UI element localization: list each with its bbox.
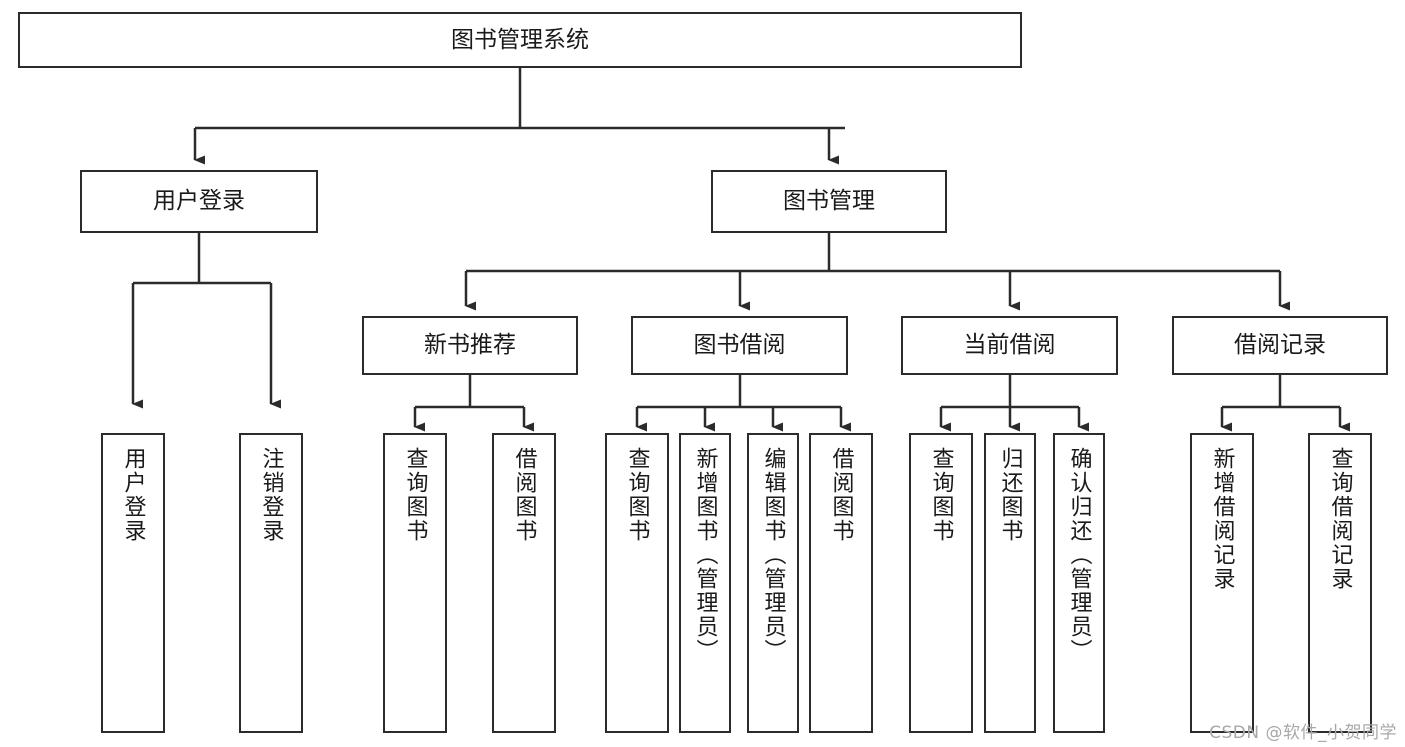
node-leaf-query-books-borrowing[interactable]: 查询图书 bbox=[605, 433, 669, 733]
node-label: 确认归还（管理员） bbox=[1066, 447, 1092, 663]
node-borrowing-records[interactable]: 借阅记录 bbox=[1172, 316, 1388, 375]
node-user-login[interactable]: 用户登录 bbox=[80, 170, 318, 233]
node-label: 编辑图书（管理员） bbox=[760, 447, 786, 663]
node-label: 新增图书（管理员） bbox=[692, 447, 718, 663]
node-leaf-edit-book-admin[interactable]: 编辑图书（管理员） bbox=[747, 433, 799, 733]
node-label: 图书管理 bbox=[783, 188, 875, 215]
node-label: 新书推荐 bbox=[424, 332, 516, 359]
node-label: 借阅图书 bbox=[511, 447, 537, 543]
node-leaf-return-books[interactable]: 归还图书 bbox=[984, 433, 1036, 733]
node-label: 查询图书 bbox=[928, 447, 954, 543]
node-label: 用户登录 bbox=[153, 188, 245, 215]
node-label: 当前借阅 bbox=[963, 332, 1056, 359]
node-book-management[interactable]: 图书管理 bbox=[711, 170, 947, 233]
node-leaf-confirm-return-admin[interactable]: 确认归还（管理员） bbox=[1053, 433, 1105, 733]
node-leaf-borrow-books-recommend[interactable]: 借阅图书 bbox=[492, 433, 556, 733]
node-label: 归还图书 bbox=[997, 447, 1023, 543]
node-leaf-logout[interactable]: 注销登录 bbox=[239, 433, 303, 733]
node-label: 用户登录 bbox=[120, 447, 146, 543]
node-leaf-borrow-books-borrowing[interactable]: 借阅图书 bbox=[809, 433, 873, 733]
node-label: 注销登录 bbox=[258, 447, 284, 543]
node-label: 借阅图书 bbox=[828, 447, 854, 543]
node-book-borrowing[interactable]: 图书借阅 bbox=[631, 316, 848, 375]
node-leaf-add-borrow-record[interactable]: 新增借阅记录 bbox=[1190, 433, 1254, 733]
node-leaf-user-login[interactable]: 用户登录 bbox=[101, 433, 165, 733]
node-label: 查询借阅记录 bbox=[1327, 447, 1353, 591]
node-label: 新增借阅记录 bbox=[1209, 447, 1235, 591]
node-leaf-query-books-recommend[interactable]: 查询图书 bbox=[383, 433, 447, 733]
node-label: 图书借阅 bbox=[693, 332, 786, 359]
node-leaf-add-book-admin[interactable]: 新增图书（管理员） bbox=[679, 433, 731, 733]
node-leaf-query-borrow-record[interactable]: 查询借阅记录 bbox=[1308, 433, 1372, 733]
node-root-book-management-system[interactable]: 图书管理系统 bbox=[18, 12, 1022, 68]
csdn-watermark: CSDN @软件_小贺同学 bbox=[1209, 723, 1397, 743]
node-new-book-recommendation[interactable]: 新书推荐 bbox=[362, 316, 578, 375]
node-label: 查询图书 bbox=[624, 447, 650, 543]
node-label: 图书管理系统 bbox=[451, 26, 589, 53]
node-current-borrowing[interactable]: 当前借阅 bbox=[901, 316, 1118, 375]
node-label: 借阅记录 bbox=[1234, 332, 1326, 359]
node-label: 查询图书 bbox=[402, 447, 428, 543]
node-leaf-query-books-current[interactable]: 查询图书 bbox=[909, 433, 973, 733]
